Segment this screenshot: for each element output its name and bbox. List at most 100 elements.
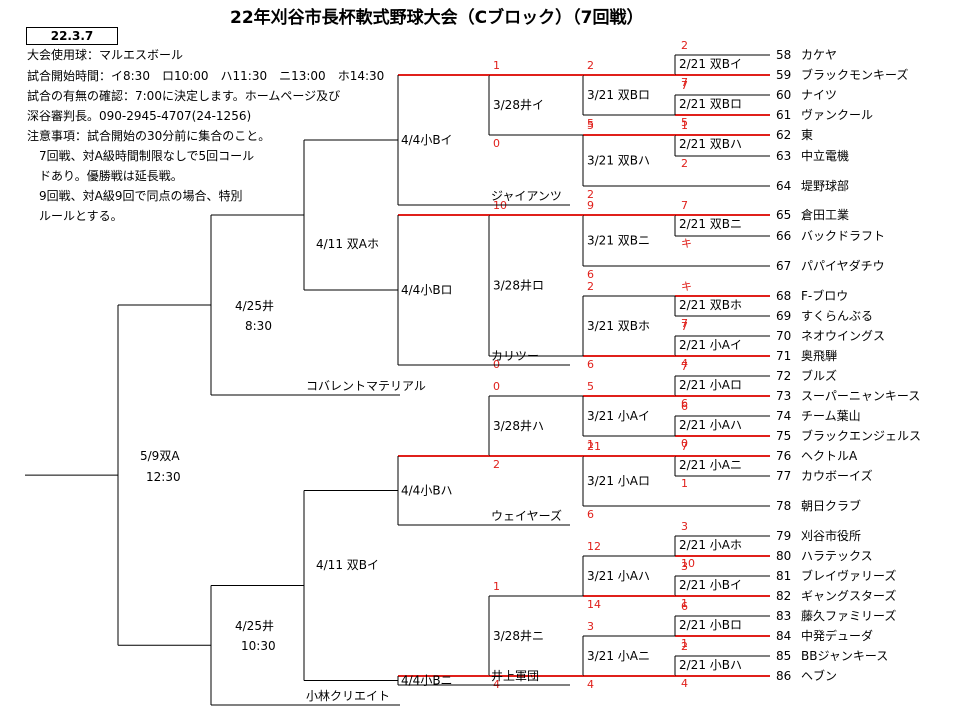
game-score: 3: [681, 560, 688, 573]
note-line: 7回戦、対A級時間制限なしで5回コール: [27, 149, 255, 163]
team-number: 67: [776, 259, 791, 273]
team-number: 69: [776, 309, 791, 323]
team-number: 84: [776, 629, 791, 643]
game-label: 3/21 小Aニ: [587, 649, 650, 663]
team-name: 中立電機: [801, 148, 849, 163]
seeded-team-name: ジャイアンツ: [491, 189, 562, 203]
final-label: 5/9双A: [140, 449, 180, 463]
game-score: 1: [681, 637, 688, 650]
game-label: 4/4小Bハ: [401, 484, 453, 498]
team-number: 68: [776, 289, 791, 303]
game-score: 1: [587, 438, 594, 451]
team-name: 藤久ファミリーズ: [801, 608, 896, 623]
game-label: 3/21 小Aハ: [587, 569, 650, 583]
game-label: 3/21 小Aロ: [587, 474, 650, 488]
team-name: ブルズ: [801, 368, 837, 383]
team-name: 朝日クラブ: [801, 498, 861, 513]
note-line: ルールとする。: [27, 209, 123, 223]
game-score: 6: [587, 508, 594, 521]
game-label: 2/21 小Bイ: [679, 578, 742, 592]
team-number: 65: [776, 208, 791, 222]
team-name: 奥飛騨: [801, 348, 837, 363]
game-label: 4/25井: [235, 619, 274, 633]
game-label: 2/21 小Aホ: [679, 538, 742, 552]
team-number: 77: [776, 469, 791, 483]
game-score: 21: [587, 440, 601, 453]
team-name: 東: [801, 128, 813, 142]
game-time: 8:30: [245, 319, 272, 333]
game-score: 3: [681, 520, 688, 533]
game-score: 1: [681, 477, 688, 490]
game-score: 0: [681, 437, 688, 450]
seeded-team-name: カリツー: [491, 349, 539, 363]
game-score: 3: [587, 620, 594, 633]
team-number: 59: [776, 68, 791, 82]
game-score: 7: [681, 199, 688, 212]
team-number: 80: [776, 549, 791, 563]
game-score: 6: [681, 600, 688, 613]
game-score: 2: [681, 39, 688, 52]
team-name: ブラックモンキーズ: [801, 67, 908, 82]
team-name: ヴァンクール: [801, 107, 873, 122]
game-score: 1: [493, 59, 500, 72]
note-line: 9回戦、対A級9回で同点の場合、特別: [27, 189, 243, 203]
team-name: ネオウイングス: [801, 329, 885, 343]
note-line: ドあり。優勝戦は延長戦。: [27, 169, 183, 183]
team-name: ヘブン: [801, 668, 837, 683]
team-number: 78: [776, 499, 791, 513]
team-name: カケヤ: [801, 48, 837, 62]
game-score: 5: [681, 116, 688, 129]
team-number: 85: [776, 649, 791, 663]
seeded-team-name: ウェイヤーズ: [491, 508, 562, 523]
game-score: 12: [587, 540, 601, 553]
game-score: 2: [681, 157, 688, 170]
game-label: 3/21 小Aイ: [587, 409, 650, 423]
team-name: チーム葉山: [801, 409, 861, 423]
game-label: 3/28井イ: [493, 98, 544, 112]
team-name: ハラテックス: [801, 549, 873, 563]
game-label: 2/21 双Bホ: [679, 298, 742, 312]
team-number: 63: [776, 149, 791, 163]
game-label: 2/21 双Bハ: [679, 137, 742, 151]
game-time: 10:30: [241, 639, 276, 653]
page-title: 22年刈谷市長杯軟式野球大会（Cブロック）（7回戦）: [230, 8, 644, 28]
game-score: 4: [681, 357, 688, 370]
game-label: 4/4小Bロ: [401, 283, 453, 297]
team-name: カウボーイズ: [801, 468, 873, 483]
team-number: 66: [776, 229, 791, 243]
team-number: 60: [776, 88, 791, 102]
game-score: 7: [681, 79, 688, 92]
team-number: 62: [776, 128, 791, 142]
game-score: 2: [681, 640, 688, 653]
game-score: 2: [493, 458, 500, 471]
game-label: 4/4小Bニ: [401, 674, 453, 688]
game-label: 3/28井ロ: [493, 279, 544, 293]
game-score: キ: [681, 280, 692, 293]
game-label: 2/21 小Bハ: [679, 658, 742, 672]
game-score: 6: [681, 400, 688, 413]
game-score: 2: [587, 59, 594, 72]
team-name: 刈谷市役所: [801, 528, 861, 543]
team-name: F-ブロウ: [801, 288, 848, 303]
game-score: 0: [493, 380, 500, 393]
game-label: 2/21 双Bロ: [679, 97, 742, 111]
game-label: 2/21 双Bイ: [679, 57, 742, 71]
game-score: 10: [681, 557, 695, 570]
game-score: 5: [587, 119, 594, 132]
seeded-team-name: 井上軍団: [491, 669, 539, 683]
game-score: 4: [587, 678, 594, 691]
team-name: すくらんぶる: [801, 309, 873, 323]
team-name: ブレイヴァリーズ: [801, 568, 896, 583]
team-number: 76: [776, 449, 791, 463]
game-label: 3/21 双Bホ: [587, 319, 650, 333]
game-score: 1: [493, 580, 500, 593]
game-score: 0: [493, 137, 500, 150]
game-score: 7: [681, 440, 688, 453]
game-score: キ: [681, 237, 692, 250]
note-line: 注意事項：試合開始の30分前に集合のこと。: [27, 129, 271, 143]
game-label: 2/21 双Bニ: [679, 217, 742, 231]
game-label: 2/21 小Bロ: [679, 618, 742, 632]
game-score: 4: [681, 677, 688, 690]
team-name: 堤野球部: [801, 178, 849, 193]
